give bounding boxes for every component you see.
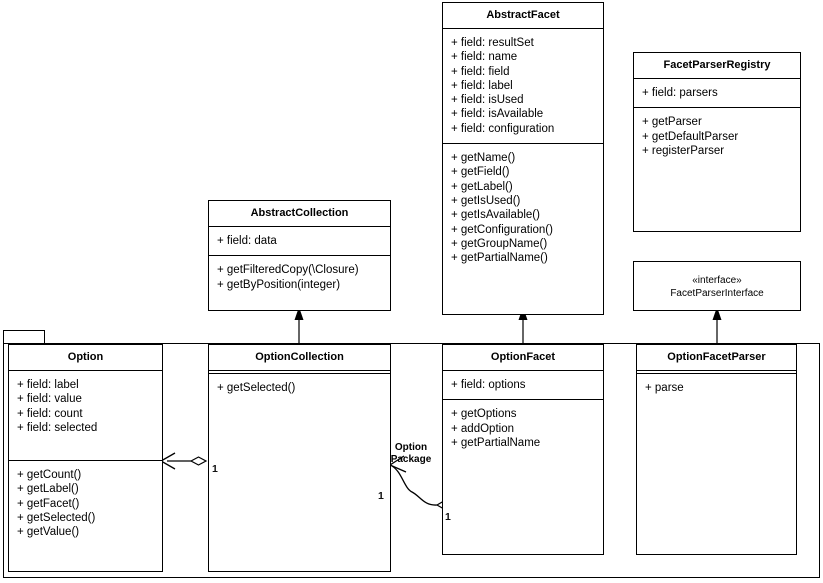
- field-item: + field: resultSet: [451, 37, 534, 49]
- fields-compartment-optionfacetparser: [637, 371, 796, 374]
- methods-compartment-optioncollection: + getSelected(): [209, 374, 390, 571]
- fields-compartment-facetparserregistry: + field: parsers: [634, 79, 800, 109]
- methods-compartment-optionfacet: + getOptions + addOption + getPartialNam…: [443, 400, 603, 554]
- methods-compartment-optionfacetparser: + parse: [637, 374, 796, 554]
- multiplicity-optioncollection-option: 1: [212, 463, 218, 475]
- methods-compartment-option: + getCount() + getLabel() + getFacet() +…: [9, 461, 162, 571]
- fields-compartment-option: + field: label + field: value + field: c…: [9, 371, 162, 461]
- package-frame: [3, 343, 820, 578]
- field-item: + field: options: [451, 379, 526, 391]
- class-box-optioncollection[interactable]: OptionCollection + getSelected(): [208, 344, 391, 572]
- field-item: + field: isUsed: [451, 94, 524, 107]
- method-item: + getDefaultParser: [642, 130, 739, 143]
- methods-compartment-facetparserregistry: + getParser + getDefaultParser + registe…: [634, 108, 800, 231]
- method-item: + getSelected(): [17, 511, 96, 524]
- multiplicity-optioncollection-optionfacet-part: 1: [378, 490, 384, 502]
- field-item: + field: isAvailable: [451, 108, 544, 121]
- method-item: + getCount(): [17, 469, 82, 481]
- class-box-optionfacet[interactable]: OptionFacet + field: options + getOption…: [442, 344, 604, 555]
- fields-compartment-optionfacet: + field: options: [443, 371, 603, 401]
- field-item: + field: configuration: [451, 122, 555, 135]
- class-box-facetparserregistry[interactable]: FacetParserRegistry + field: parsers + g…: [633, 52, 801, 232]
- method-item: + getIsUsed(): [451, 194, 521, 207]
- method-item: + getPartialName(): [451, 252, 548, 265]
- class-title-optioncollection: OptionCollection: [209, 345, 390, 371]
- method-item: + getField(): [451, 166, 510, 179]
- method-item: + getOptions: [451, 408, 517, 421]
- method-item: + addOption: [451, 422, 514, 435]
- class-title-option: Option: [9, 345, 162, 371]
- field-item: + field: count: [17, 407, 83, 420]
- association-label-line1: Option: [394, 442, 428, 453]
- fields-compartment-abstractcollection: + field: data: [209, 227, 390, 257]
- interface-name-label: FacetParserInterface: [670, 288, 764, 299]
- class-box-facetparserinterface[interactable]: «interface» FacetParserInterface: [633, 261, 801, 311]
- field-item: + field: name: [451, 51, 518, 64]
- method-item: + getConfiguration(): [451, 223, 553, 236]
- interface-stereotype-label: «interface»: [692, 275, 742, 286]
- method-item: + getIsAvailable(): [451, 209, 540, 222]
- method-item: + getSelected(): [217, 382, 296, 394]
- method-item: + parse: [645, 382, 684, 394]
- method-item: + getPartialName: [451, 436, 541, 449]
- method-item: + getValue(): [17, 526, 80, 539]
- method-item: + registerParser: [642, 144, 725, 157]
- field-item: + field: selected: [17, 421, 98, 434]
- class-title-abstractcollection: AbstractCollection: [209, 201, 390, 227]
- method-item: + getName(): [451, 152, 516, 165]
- method-item: + getByPosition(integer): [217, 278, 341, 291]
- association-label-line2: Package: [390, 454, 432, 465]
- package-folder-tab: [3, 330, 45, 344]
- class-box-abstractfacet[interactable]: AbstractFacet + field: resultSet + field…: [442, 2, 604, 315]
- field-item: + field: parsers: [642, 87, 718, 99]
- methods-compartment-abstractcollection: + getFilteredCopy(\Closure) + getByPosit…: [209, 256, 390, 310]
- methods-compartment-abstractfacet: + getName() + getField() + getLabel() + …: [443, 144, 603, 314]
- method-item: + getLabel(): [451, 180, 513, 193]
- fields-compartment-abstractfacet: + field: resultSet + field: name + field…: [443, 29, 603, 145]
- class-box-optionfacetparser[interactable]: OptionFacetParser + parse: [636, 344, 797, 555]
- field-item: + field: label: [17, 379, 79, 391]
- field-item: + field: value: [17, 393, 82, 406]
- class-box-option[interactable]: Option + field: label + field: value + f…: [8, 344, 163, 572]
- method-item: + getFilteredCopy(\Closure): [217, 264, 359, 277]
- multiplicity-optionfacet-whole: 1: [445, 511, 451, 523]
- method-item: + getParser: [642, 116, 702, 129]
- interface-title-facetparserinterface: «interface» FacetParserInterface: [634, 262, 800, 306]
- method-item: + getFacet(): [17, 497, 80, 510]
- field-item: + field: data: [217, 235, 277, 247]
- fields-compartment-optioncollection: [209, 371, 390, 374]
- field-item: + field: field: [451, 65, 510, 78]
- class-title-facetparserregistry: FacetParserRegistry: [634, 53, 800, 79]
- method-item: + getGroupName(): [451, 237, 548, 250]
- association-label-option-package: Option Package: [388, 442, 434, 466]
- class-title-optionfacetparser: OptionFacetParser: [637, 345, 796, 371]
- class-title-optionfacet: OptionFacet: [443, 345, 603, 371]
- field-item: + field: label: [451, 79, 513, 92]
- class-title-abstractfacet: AbstractFacet: [443, 3, 603, 29]
- method-item: + getLabel(): [17, 483, 79, 496]
- class-box-abstractcollection[interactable]: AbstractCollection + field: data + getFi…: [208, 200, 391, 311]
